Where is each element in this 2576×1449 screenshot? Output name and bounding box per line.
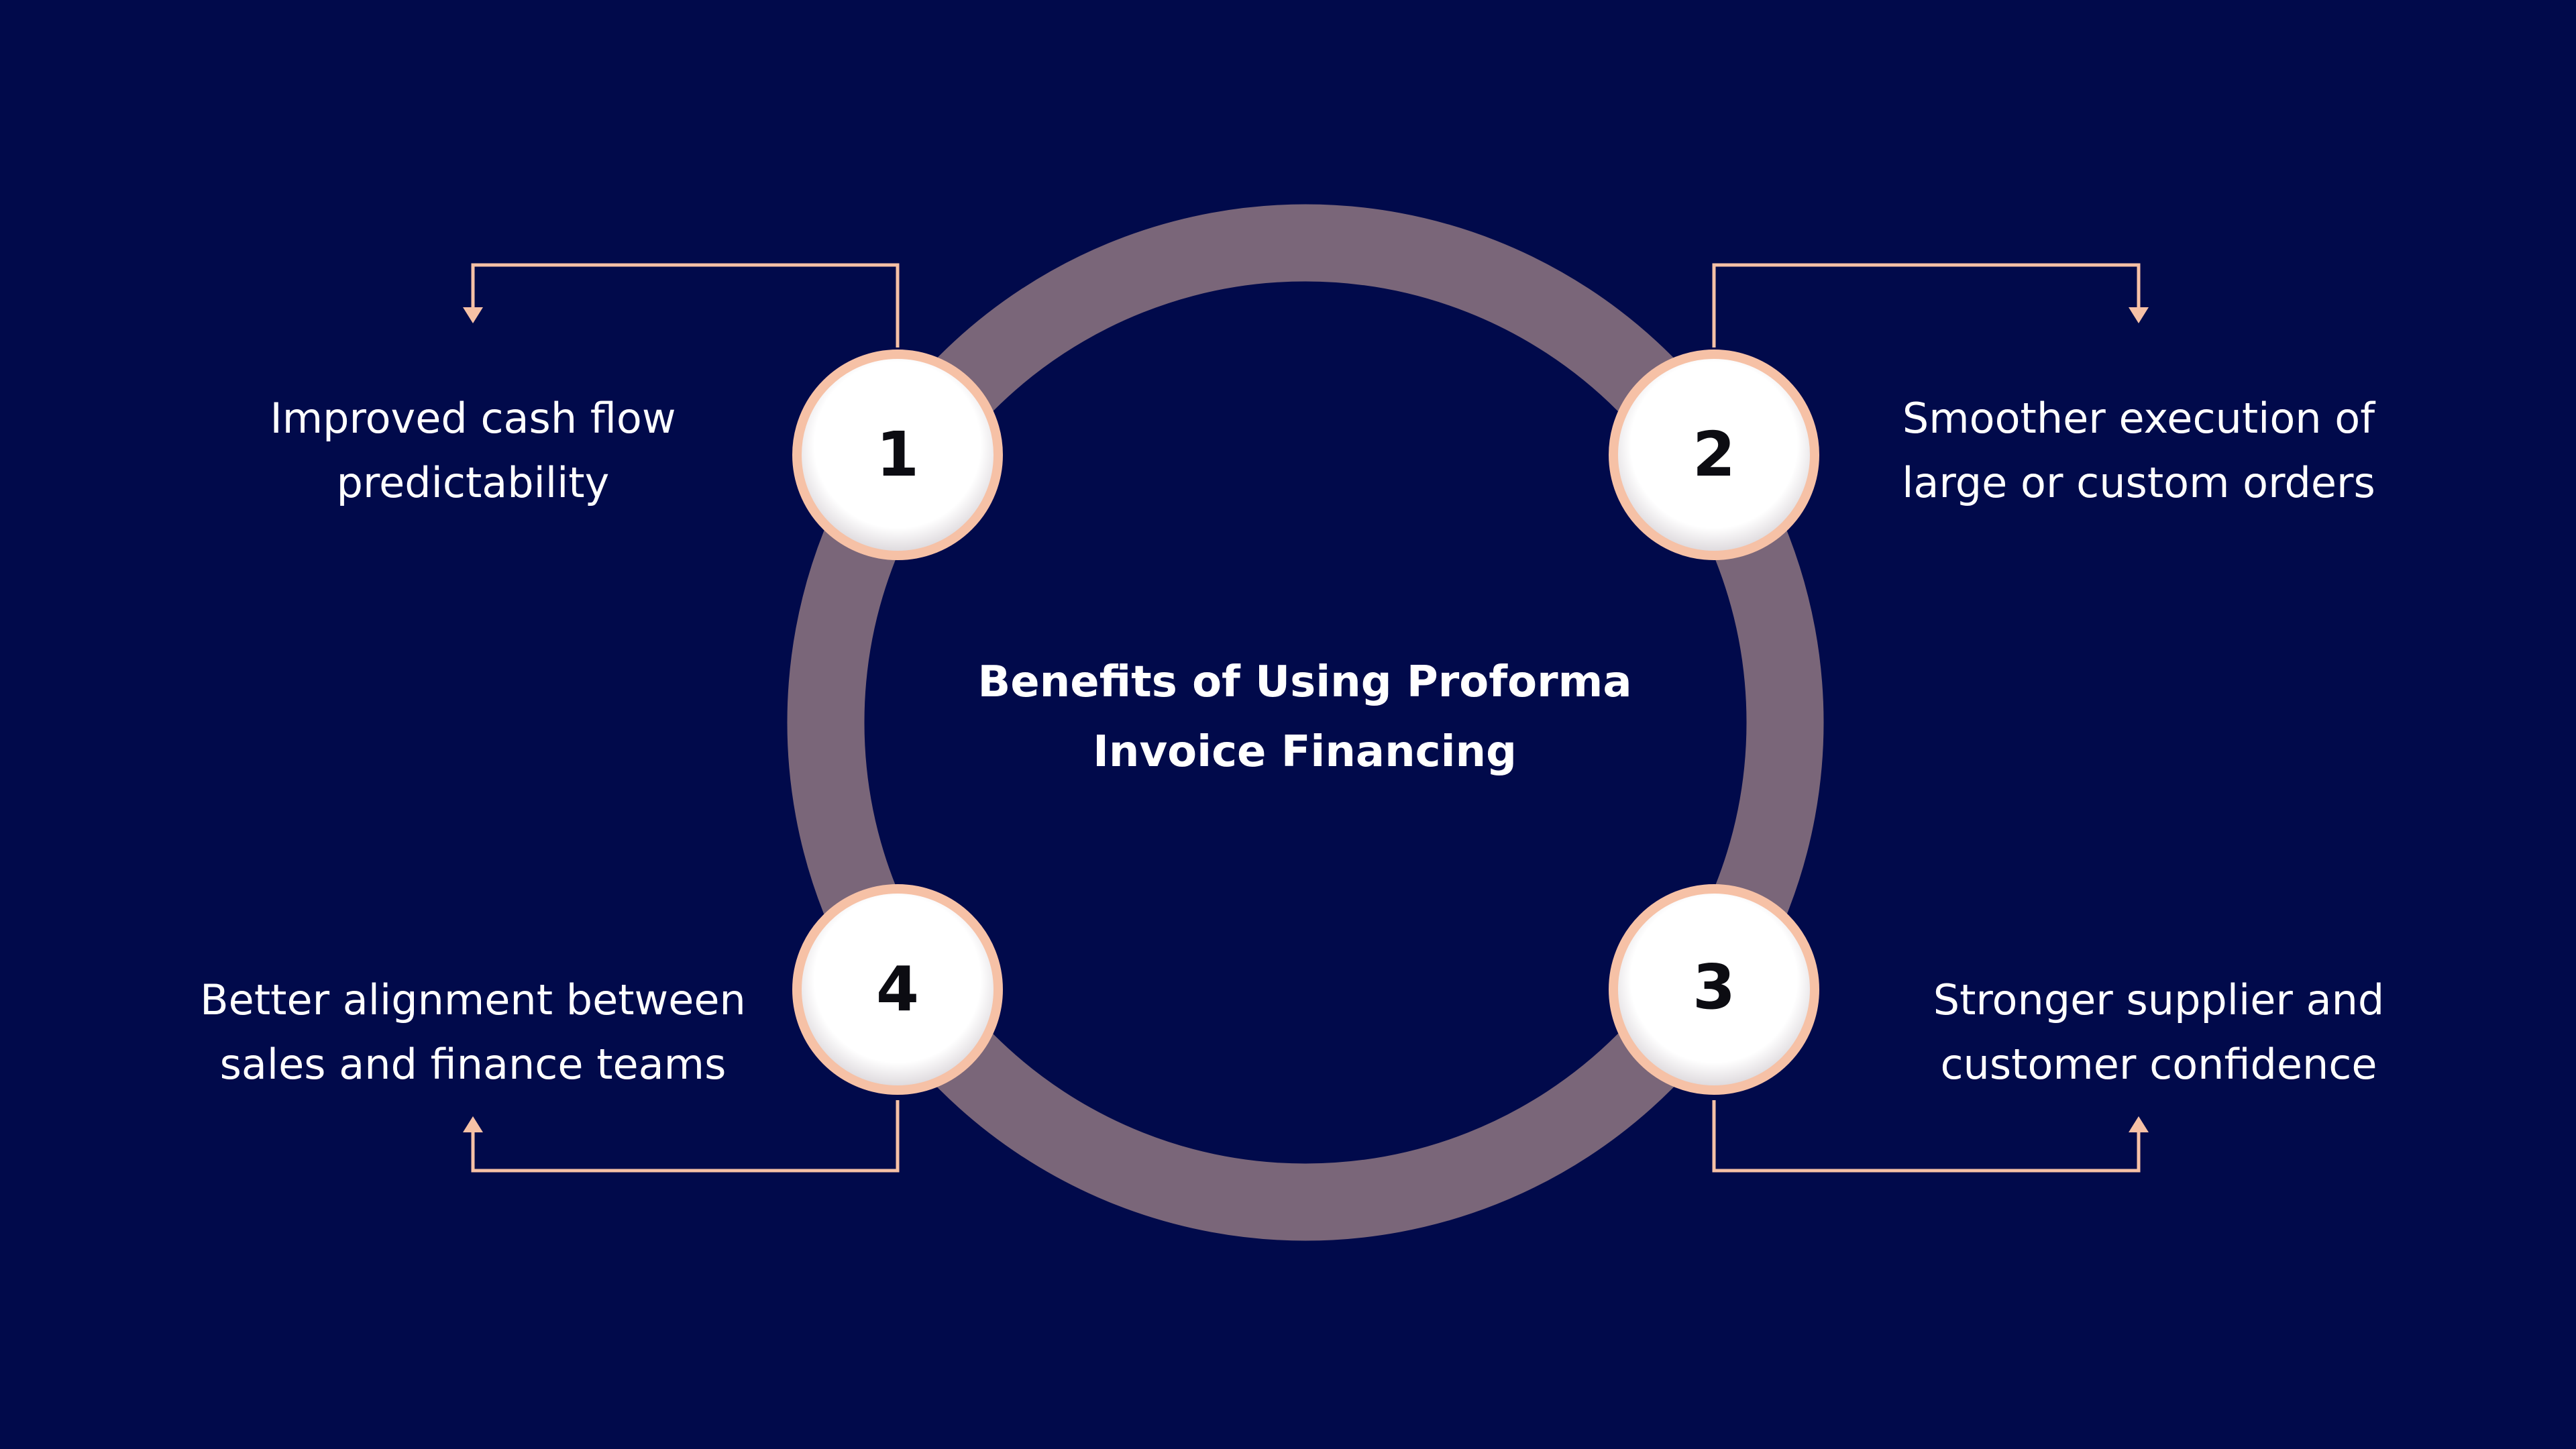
connector-4 bbox=[463, 1100, 900, 1173]
benefit-2-line-2: large or custom orders bbox=[1902, 458, 2375, 507]
benefit-3-line-2: customer confidence bbox=[1940, 1040, 2377, 1089]
connector-3 bbox=[1712, 1100, 2149, 1173]
connector-2 bbox=[1712, 263, 2149, 347]
benefit-1-line-1: Improved cash flow bbox=[270, 394, 676, 443]
benefit-4-label: Better alignment between sales and finan… bbox=[171, 968, 775, 1097]
cycle-ring bbox=[787, 204, 1824, 1241]
node-1-circle bbox=[792, 350, 1003, 560]
benefit-3-line-1: Stronger supplier and bbox=[1933, 975, 2385, 1024]
node-3-number: 3 bbox=[1692, 951, 1735, 1023]
benefit-4-line-2: sales and finance teams bbox=[219, 1040, 727, 1089]
node-1-number: 1 bbox=[875, 419, 919, 490]
benefit-2-label: Smoother execution of large or custom or… bbox=[1870, 386, 2407, 515]
arrow-up-icon bbox=[2129, 1116, 2149, 1132]
node-2-circle bbox=[1609, 350, 1819, 560]
diagram-title-line-2: Invoice Financing bbox=[1093, 727, 1517, 777]
arrow-down-icon bbox=[463, 307, 483, 323]
arrow-up-icon bbox=[463, 1116, 483, 1132]
node-3-circle bbox=[1609, 884, 1819, 1095]
diagram-title: Benefits of Using Proforma Invoice Finan… bbox=[902, 647, 1707, 787]
benefit-2-line-1: Smoother execution of bbox=[1902, 394, 2375, 443]
benefit-4-line-1: Better alignment between bbox=[200, 975, 746, 1024]
benefit-1-label: Improved cash flow predictability bbox=[205, 386, 741, 515]
diagram-title-line-1: Benefits of Using Proforma bbox=[977, 657, 1632, 707]
node-4-circle bbox=[792, 884, 1003, 1095]
node-2-number: 2 bbox=[1692, 419, 1735, 490]
benefit-1-line-2: predictability bbox=[336, 458, 610, 507]
arrow-down-icon bbox=[2129, 307, 2149, 323]
node-4-number: 4 bbox=[875, 953, 919, 1025]
connector-1 bbox=[463, 263, 900, 347]
benefit-3-label: Stronger supplier and customer confidenc… bbox=[1890, 968, 2427, 1097]
